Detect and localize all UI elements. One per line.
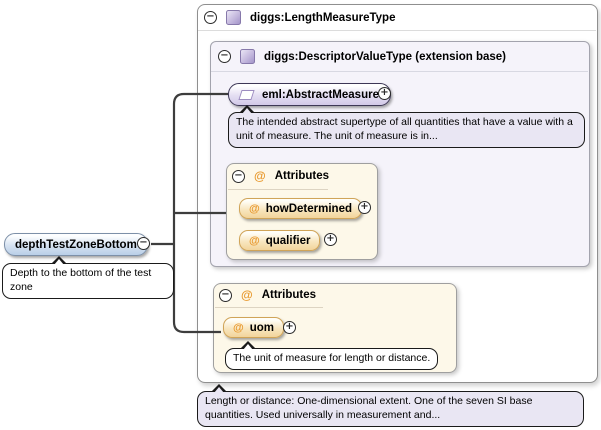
attribute-label: howDetermined <box>265 202 352 215</box>
annotation-abstract-measure: The intended abstract supertype of all q… <box>228 105 585 148</box>
attribute-how-determined[interactable]: @ howDetermined <box>239 198 362 219</box>
extension-header-separator <box>211 71 588 72</box>
attribute-icon: @ <box>241 288 253 302</box>
annotation-text: The unit of measure for length or distan… <box>233 352 431 364</box>
annotation-pointer <box>211 384 227 393</box>
attribute-qualifier[interactable]: @ qualifier <box>239 230 321 251</box>
annotation-text: Length or distance: One-dimensional exte… <box>205 395 533 421</box>
attribute-uom[interactable]: @ uom <box>223 317 285 338</box>
extension-title: diggs:DescriptorValueType (extension bas… <box>264 50 506 63</box>
attributes-title: Attributes <box>274 170 330 182</box>
annotation-text: Depth to the bottom of the test zone <box>10 267 152 293</box>
attribute-icon: @ <box>254 169 266 183</box>
annotation-length-measure-type: Length or distance: One-dimensional exte… <box>197 384 584 427</box>
element-label: depthTestZoneBottom <box>15 238 137 251</box>
type-title: diggs:LengthMeasureType <box>250 11 396 24</box>
type-header: − diggs:LengthMeasureType <box>204 10 395 25</box>
collapse-icon[interactable]: − <box>137 237 150 250</box>
annotation-text: The intended abstract supertype of all q… <box>236 116 573 142</box>
annotation-uom: The unit of measure for length or distan… <box>225 341 439 370</box>
complex-type-icon <box>226 10 241 25</box>
element-depth-test-zone-bottom[interactable]: depthTestZoneBottom <box>4 233 148 256</box>
expand-icon[interactable]: + <box>378 87 391 100</box>
extension-header: − diggs:DescriptorValueType (extension b… <box>218 49 506 64</box>
attributes-header-base: − @ Attributes <box>232 169 329 183</box>
annotation-pointer <box>51 256 67 265</box>
expand-icon[interactable]: + <box>324 233 337 246</box>
annotation-root: Depth to the bottom of the test zone <box>2 256 174 299</box>
attributes-header-separator <box>228 189 328 190</box>
expand-icon[interactable]: + <box>358 201 371 214</box>
attribute-icon: @ <box>233 321 244 334</box>
collapse-icon[interactable]: − <box>204 11 217 24</box>
annotation-pointer <box>239 105 255 114</box>
expand-icon[interactable]: + <box>283 321 296 334</box>
element-icon <box>238 89 255 100</box>
element-abstract-measure[interactable]: eml:AbstractMeasure <box>228 83 391 106</box>
attribute-label: uom <box>249 321 275 334</box>
element-label: eml:AbstractMeasure <box>262 88 379 101</box>
type-header-separator <box>198 30 596 31</box>
annotation-pointer <box>240 341 256 350</box>
attribute-icon: @ <box>249 234 260 247</box>
collapse-icon[interactable]: − <box>218 50 231 63</box>
collapse-icon[interactable]: − <box>232 169 245 183</box>
attributes-header-separator <box>215 307 323 308</box>
complex-type-icon <box>240 49 255 64</box>
attributes-header-uom: − @ Attributes <box>219 288 316 302</box>
attributes-title: Attributes <box>261 289 317 301</box>
attribute-label: qualifier <box>265 234 311 247</box>
collapse-icon[interactable]: − <box>219 288 232 302</box>
attribute-icon: @ <box>249 202 260 215</box>
